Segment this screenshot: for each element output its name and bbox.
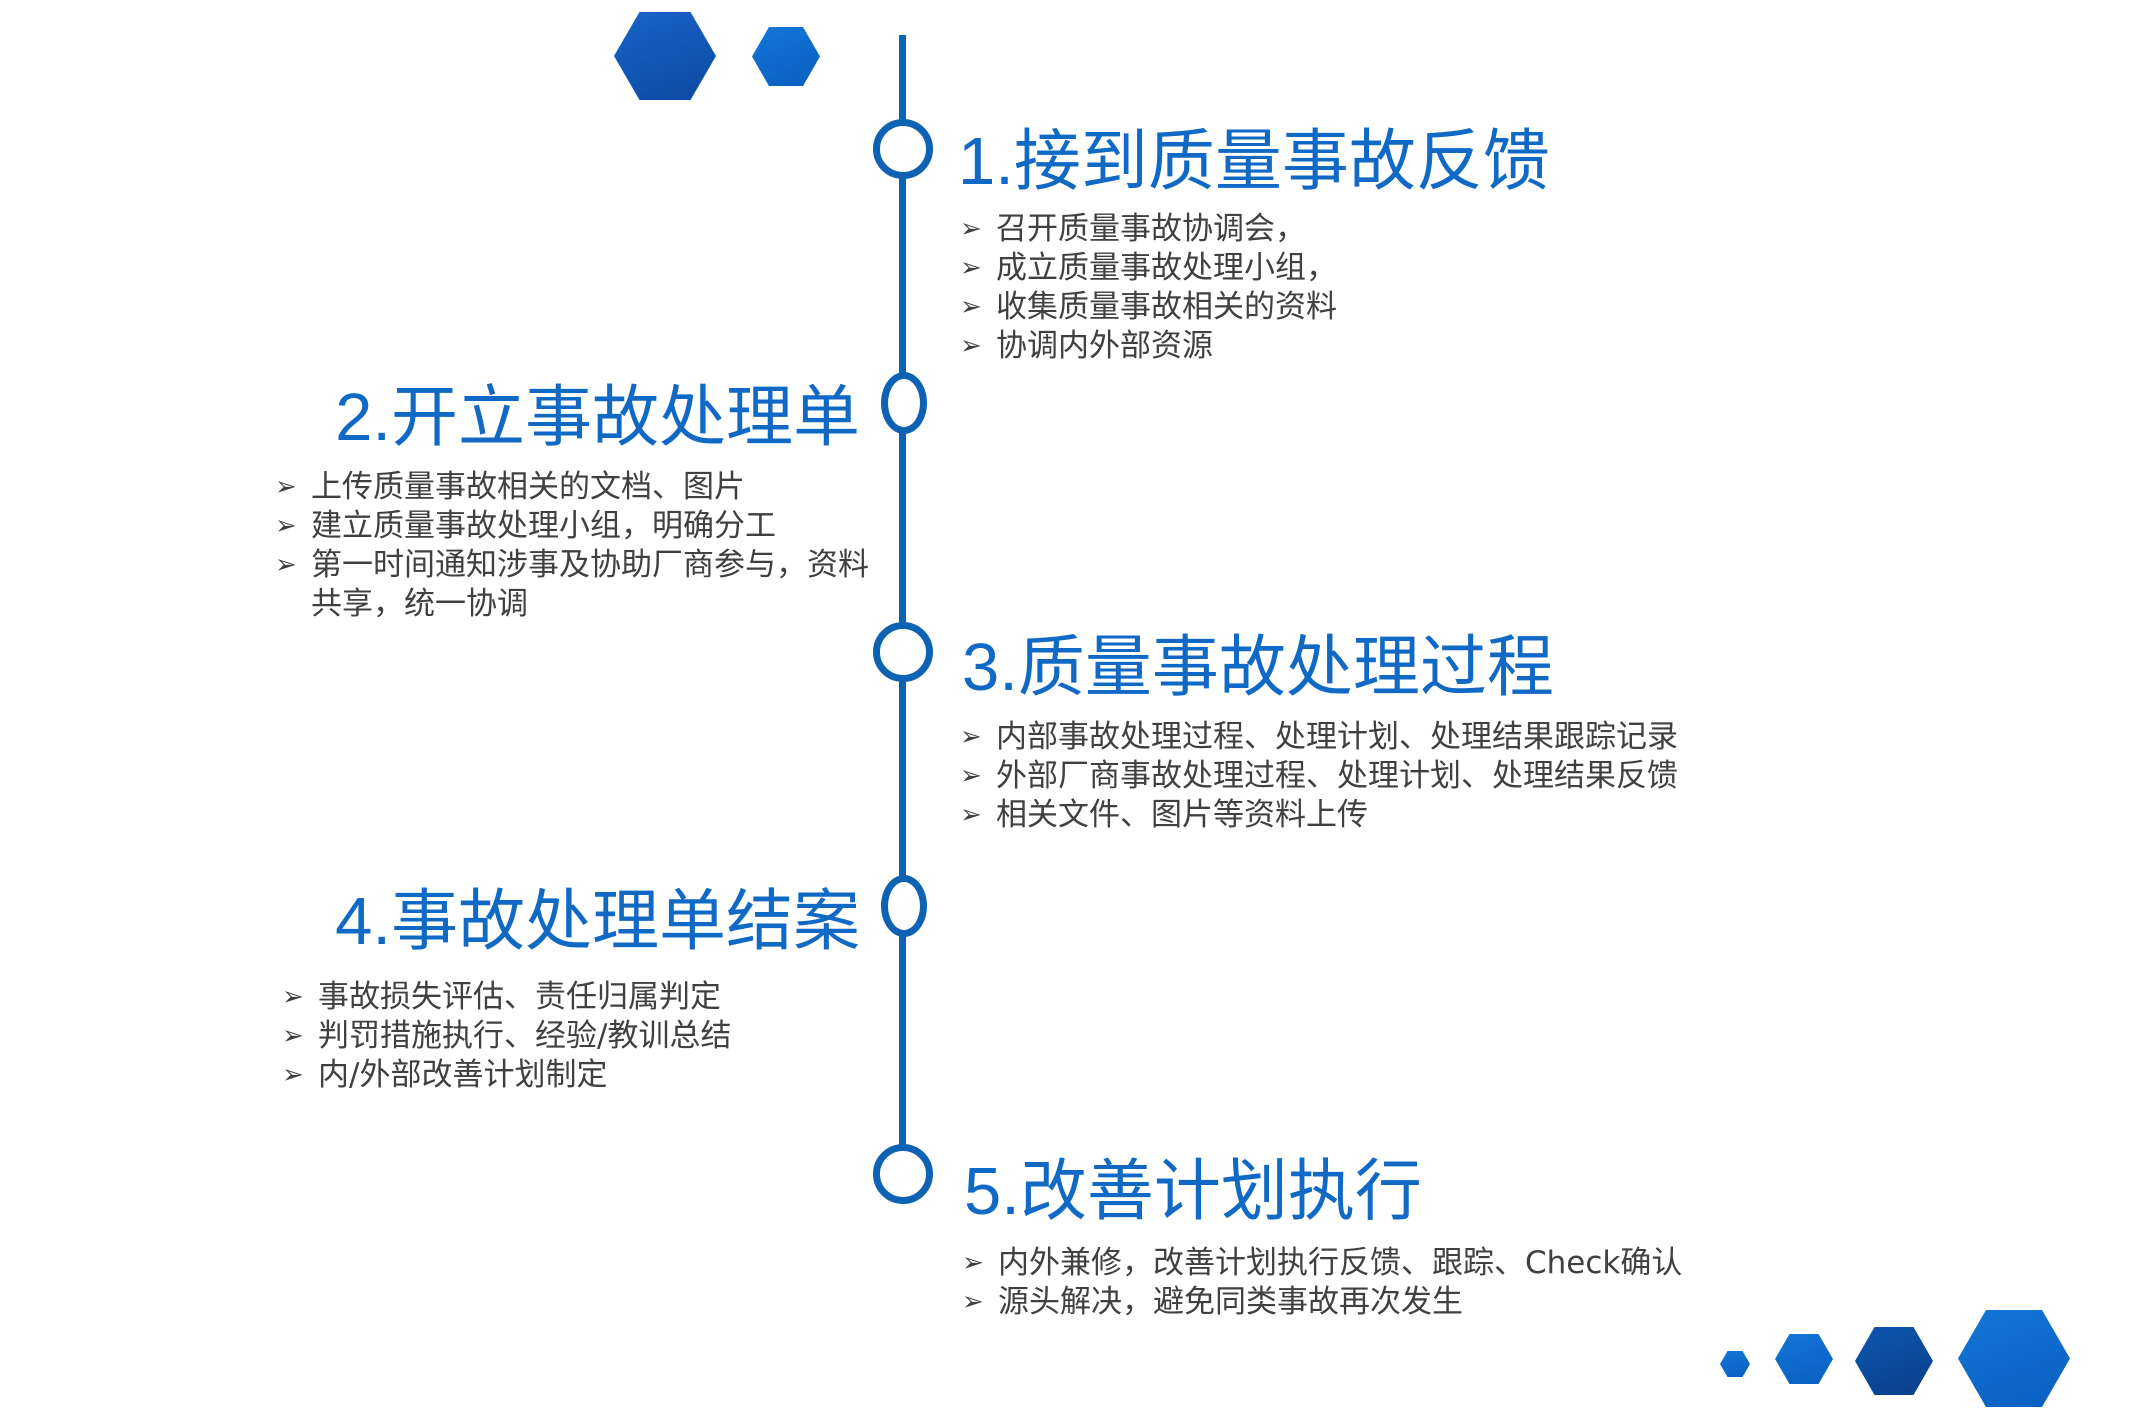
arrowhead-bullet-icon: ➢ [962,1248,984,1278]
step-3-bullet-list: ➢内部事故处理过程、处理计划、处理结果跟踪记录 ➢外部厂商事故处理过程、处理计划… [960,718,1860,835]
timeline-node-2 [881,372,927,434]
arrowhead-bullet-icon: ➢ [960,214,982,244]
step-5-title: 5.改善计划执行 [964,1154,1422,1229]
step-2-title: 2.开立事故处理单 [335,380,860,455]
list-item: ➢召开质量事故协调会， [960,211,1306,247]
list-item: ➢协调内外部资源 [960,328,1213,364]
list-item: ➢相关文件、图片等资料上传 [960,797,1368,833]
hexagon-icon [614,12,716,100]
list-item: ➢事故损失评估、责任归属判定 [282,979,721,1015]
arrowhead-bullet-icon: ➢ [282,1060,304,1090]
arrowhead-bullet-icon: ➢ [275,550,297,580]
step-4-title: 4.事故处理单结案 [335,884,860,959]
arrowhead-bullet-icon: ➢ [960,761,982,791]
arrowhead-bullet-icon: ➢ [960,292,982,322]
arrowhead-bullet-icon: ➢ [962,1287,984,1317]
step-2-bullet-list: ➢上传质量事故相关的文档、图片 ➢建立质量事故处理小组，明确分工 ➢第一时间通知… [275,468,875,624]
timeline-node-3 [873,622,933,682]
arrowhead-bullet-icon: ➢ [960,722,982,752]
arrowhead-bullet-icon: ➢ [960,253,982,283]
arrowhead-bullet-icon: ➢ [275,511,297,541]
timeline-node-1 [873,119,933,179]
list-item: ➢上传质量事故相关的文档、图片 [275,469,745,505]
step-5-bullet-list: ➢内外兼修，改善计划执行反馈、跟踪、Check确认 ➢源头解决，避免同类事故再次… [962,1244,1862,1322]
list-item: ➢收集质量事故相关的资料 [960,289,1337,325]
hexagon-icon [1855,1327,1933,1395]
step-1-bullet-list: ➢召开质量事故协调会， ➢成立质量事故处理小组， ➢收集质量事故相关的资料 ➢协… [960,210,1660,366]
list-item: ➢建立质量事故处理小组，明确分工 [275,508,776,544]
timeline-node-5 [873,1144,933,1204]
list-item: ➢源头解决，避免同类事故再次发生 [962,1284,1463,1320]
arrowhead-bullet-icon: ➢ [282,1021,304,1051]
list-item: ➢成立质量事故处理小组， [960,250,1337,286]
list-item: ➢判罚措施执行、经验/教训总结 [282,1018,732,1054]
timeline-line [899,35,906,1165]
step-4-bullet-list: ➢事故损失评估、责任归属判定 ➢判罚措施执行、经验/教训总结 ➢内/外部改善计划… [282,978,882,1095]
hexagon-icon [752,27,820,86]
timeline-node-4 [881,875,927,937]
list-item: ➢第一时间通知涉事及协助厂商参与，资料共享，统一协调 [275,547,869,622]
hexagon-icon [1775,1334,1833,1384]
hexagon-icon [1720,1351,1750,1377]
step-3-title: 3.质量事故处理过程 [962,630,1554,705]
arrowhead-bullet-icon: ➢ [960,331,982,361]
arrowhead-bullet-icon: ➢ [275,472,297,502]
list-item: ➢外部厂商事故处理过程、处理计划、处理结果反馈 [960,758,1678,794]
list-item: ➢内外兼修，改善计划执行反馈、跟踪、Check确认 [962,1245,1683,1281]
arrowhead-bullet-icon: ➢ [282,982,304,1012]
arrowhead-bullet-icon: ➢ [960,800,982,830]
list-item: ➢内/外部改善计划制定 [282,1057,608,1093]
list-item: ➢内部事故处理过程、处理计划、处理结果跟踪记录 [960,719,1678,755]
step-1-title: 1.接到质量事故反馈 [958,124,1550,199]
hexagon-icon [1958,1310,2070,1407]
